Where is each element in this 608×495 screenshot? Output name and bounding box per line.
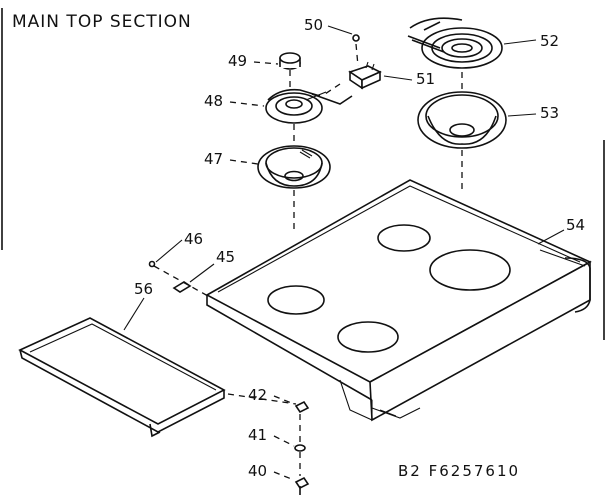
section-title: MAIN TOP SECTION bbox=[12, 12, 192, 32]
fastener-42 bbox=[294, 400, 310, 414]
callout-51: 51 bbox=[383, 70, 435, 88]
terminal-block bbox=[348, 61, 382, 90]
drawing-code: B2 F6257610 bbox=[398, 462, 520, 480]
callout-label-42: 42 bbox=[248, 386, 267, 404]
callout-label-49: 49 bbox=[228, 52, 247, 70]
callout-47: 47 bbox=[204, 150, 259, 168]
callout-41: 41 bbox=[248, 426, 295, 447]
callout-46: 46 bbox=[155, 230, 203, 263]
element-cap bbox=[279, 52, 301, 70]
callout-40: 40 bbox=[248, 462, 295, 481]
callout-42: 42 bbox=[248, 386, 295, 405]
callout-label-41: 41 bbox=[248, 426, 267, 444]
callout-label-54: 54 bbox=[566, 216, 585, 234]
side-trim-panel bbox=[18, 317, 226, 438]
callout-label-53: 53 bbox=[540, 104, 559, 122]
small-surface-element bbox=[265, 88, 353, 124]
callout-label-50: 50 bbox=[304, 16, 323, 34]
callout-49: 49 bbox=[228, 52, 279, 70]
screw-46 bbox=[148, 260, 156, 268]
callout-54: 54 bbox=[537, 216, 585, 245]
clip-45 bbox=[172, 281, 192, 293]
cooktop-main-top bbox=[205, 179, 592, 422]
screw-40 bbox=[294, 476, 310, 495]
callout-50: 50 bbox=[304, 16, 353, 35]
callout-48: 48 bbox=[204, 92, 265, 110]
assembly-lines bbox=[153, 43, 463, 476]
callout-label-52: 52 bbox=[540, 32, 559, 50]
callout-label-40: 40 bbox=[248, 462, 267, 480]
callout-52: 52 bbox=[503, 32, 559, 50]
callout-label-45: 45 bbox=[216, 248, 235, 266]
washer-41 bbox=[294, 444, 306, 452]
large-surface-element bbox=[407, 17, 503, 69]
small-drip-pan bbox=[257, 145, 331, 189]
large-drip-pan bbox=[417, 91, 507, 149]
callout-label-56: 56 bbox=[134, 280, 153, 298]
callout-53: 53 bbox=[507, 104, 559, 122]
callout-label-47: 47 bbox=[204, 150, 223, 168]
callout-label-48: 48 bbox=[204, 92, 223, 110]
screw-50 bbox=[352, 34, 360, 42]
callout-label-51: 51 bbox=[416, 70, 435, 88]
callout-label-46: 46 bbox=[184, 230, 203, 248]
callout-56: 56 bbox=[123, 280, 153, 331]
callout-45: 45 bbox=[189, 248, 235, 283]
